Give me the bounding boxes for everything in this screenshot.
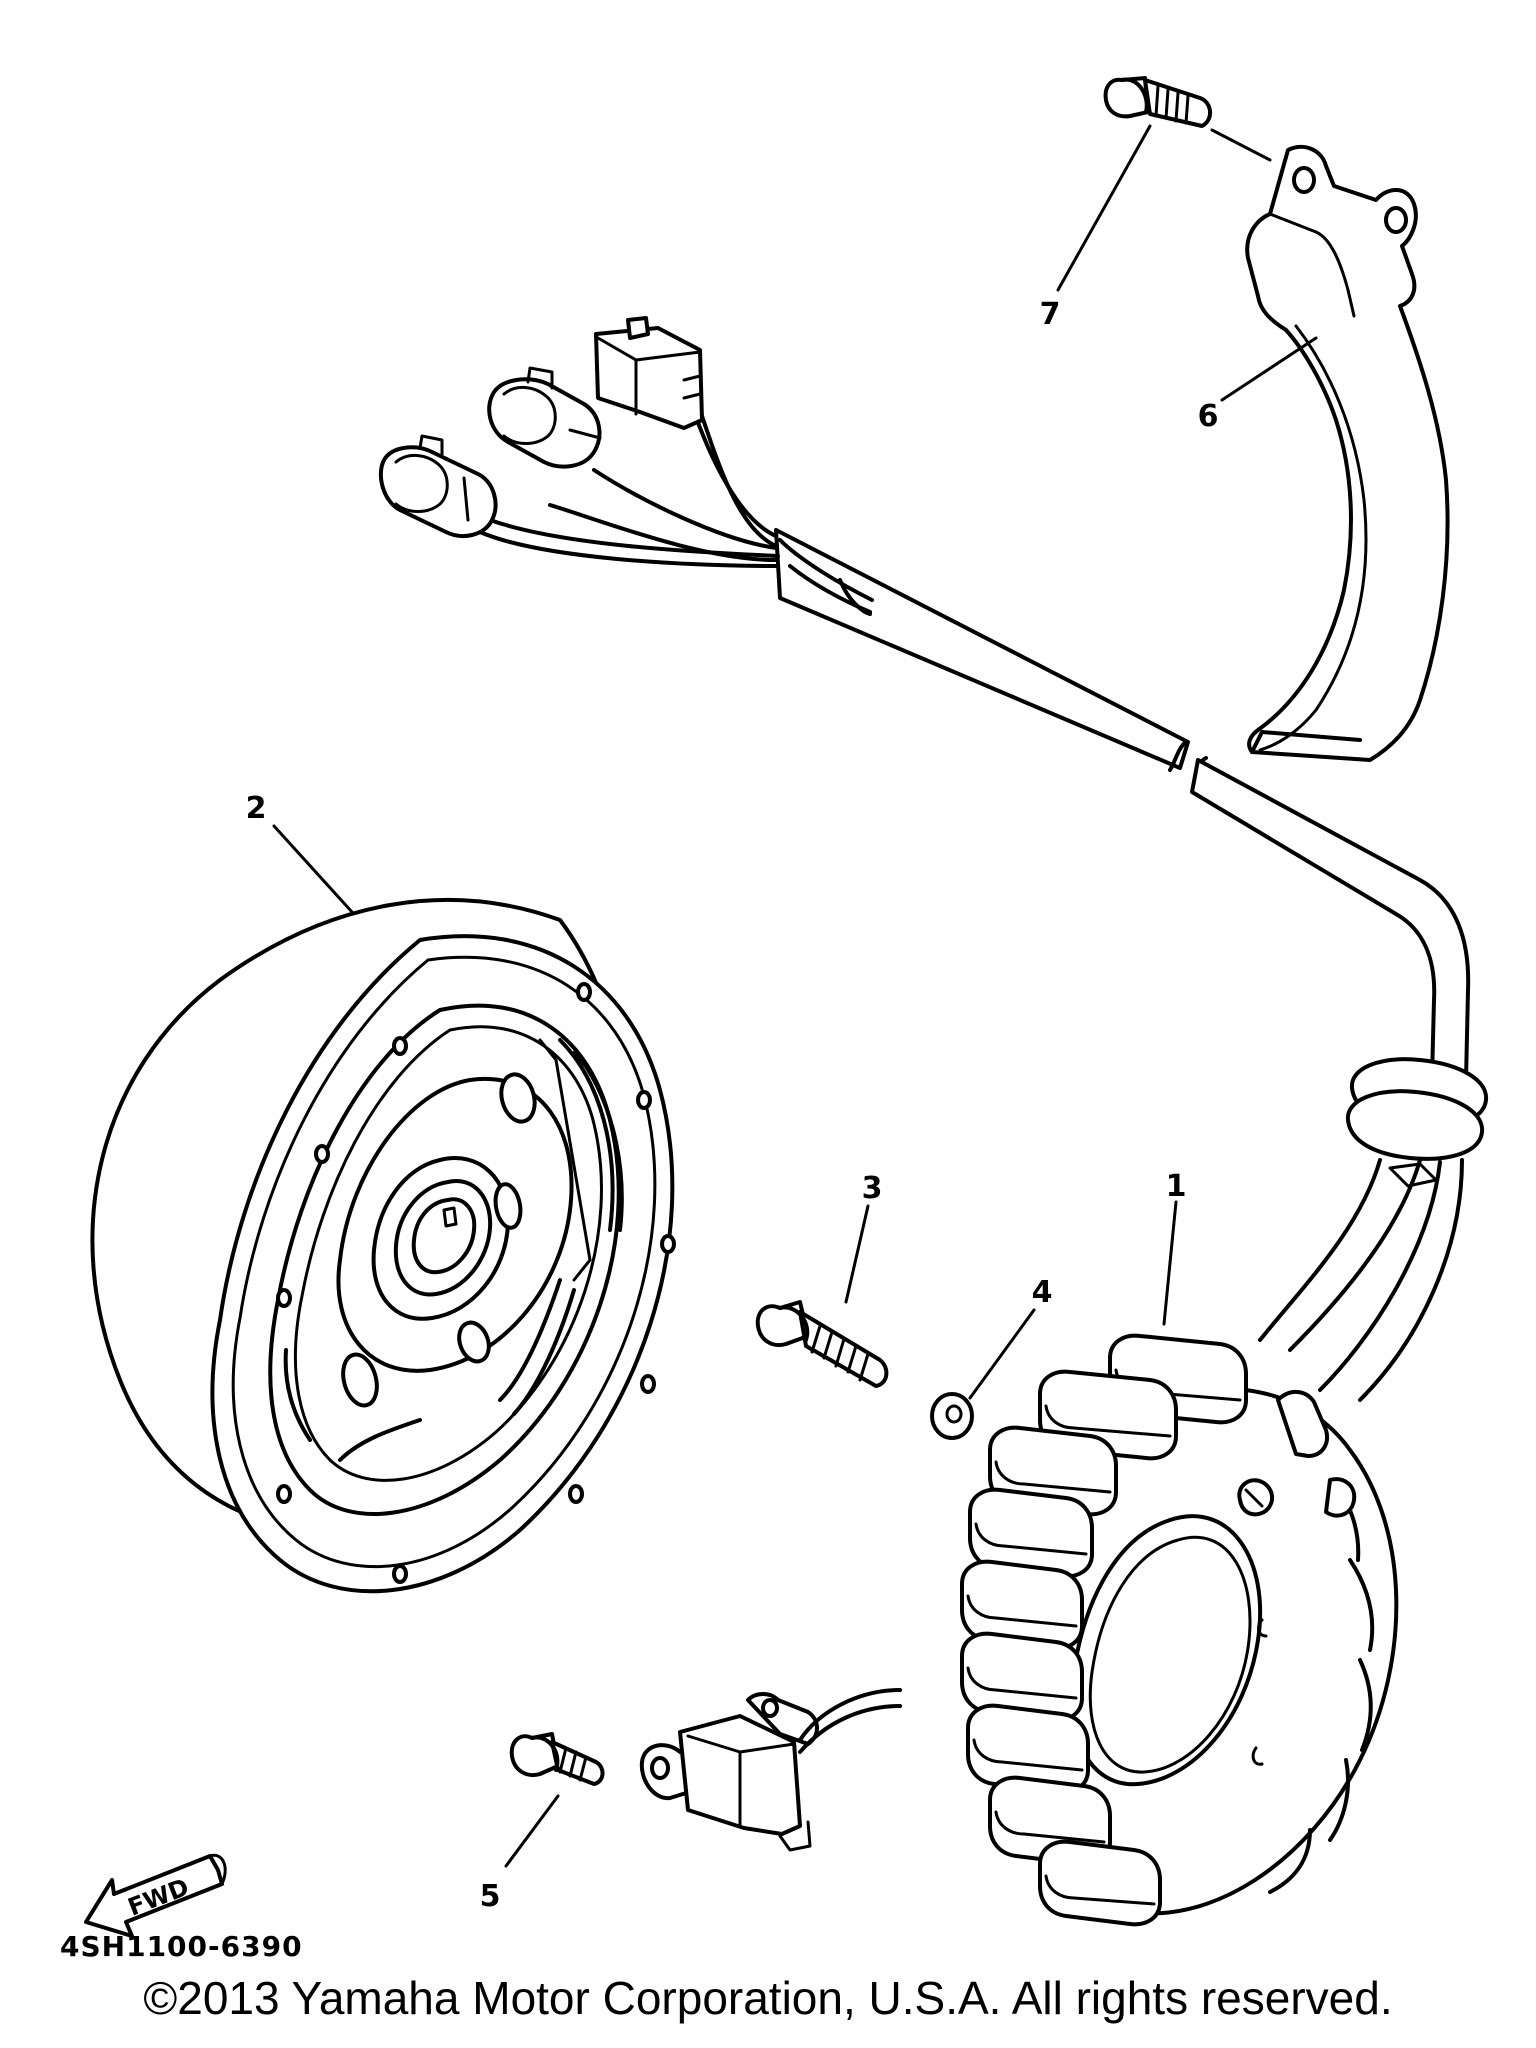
- callout-3: 3: [862, 1171, 883, 1206]
- callout-2: 2: [246, 791, 267, 826]
- part-4-guide-line: [968, 1308, 1036, 1400]
- connector-middle: [487, 366, 602, 469]
- connector-left: [378, 434, 498, 538]
- part-6-guide-line: [1220, 336, 1318, 402]
- diagram-part-code: 4SH1100-6390: [60, 1930, 303, 1960]
- part-1-stator: [960, 1333, 1399, 1927]
- part-4-washer: [930, 1392, 974, 1440]
- part-2-rotor: [90, 898, 676, 1594]
- connector-top: [594, 316, 704, 430]
- part-7-bolt: [1103, 76, 1212, 128]
- fwd-arrow-icon: FWD: [84, 1853, 227, 1938]
- callout-7: 7: [1040, 297, 1061, 332]
- part-7-guide-line: [1210, 128, 1272, 162]
- part-5-screw: [509, 1732, 605, 1786]
- part-5-guide-line: [504, 1794, 560, 1868]
- callout-1: 1: [1166, 1169, 1187, 1204]
- copyright-notice: ©2013 Yamaha Motor Corporation, U.S.A. A…: [143, 1972, 1393, 2024]
- part-6-bracket: [1245, 144, 1450, 762]
- part-7-leader-line: [1056, 124, 1152, 292]
- part-1-guide-line: [1162, 1200, 1178, 1326]
- callout-4: 4: [1032, 1275, 1053, 1310]
- pickup-coil: [639, 1688, 902, 1852]
- part-3-bolt: [755, 1300, 889, 1388]
- diagram-canvas: 1 2 3 4 5 6 7 FWD 4SH1100-6390: [60, 76, 1489, 1960]
- wire-harness: [478, 398, 1489, 1402]
- callout-5: 5: [480, 1879, 501, 1914]
- callout-6: 6: [1198, 399, 1219, 434]
- part-3-guide-line: [844, 1204, 870, 1304]
- part-2-guide-line: [272, 824, 354, 914]
